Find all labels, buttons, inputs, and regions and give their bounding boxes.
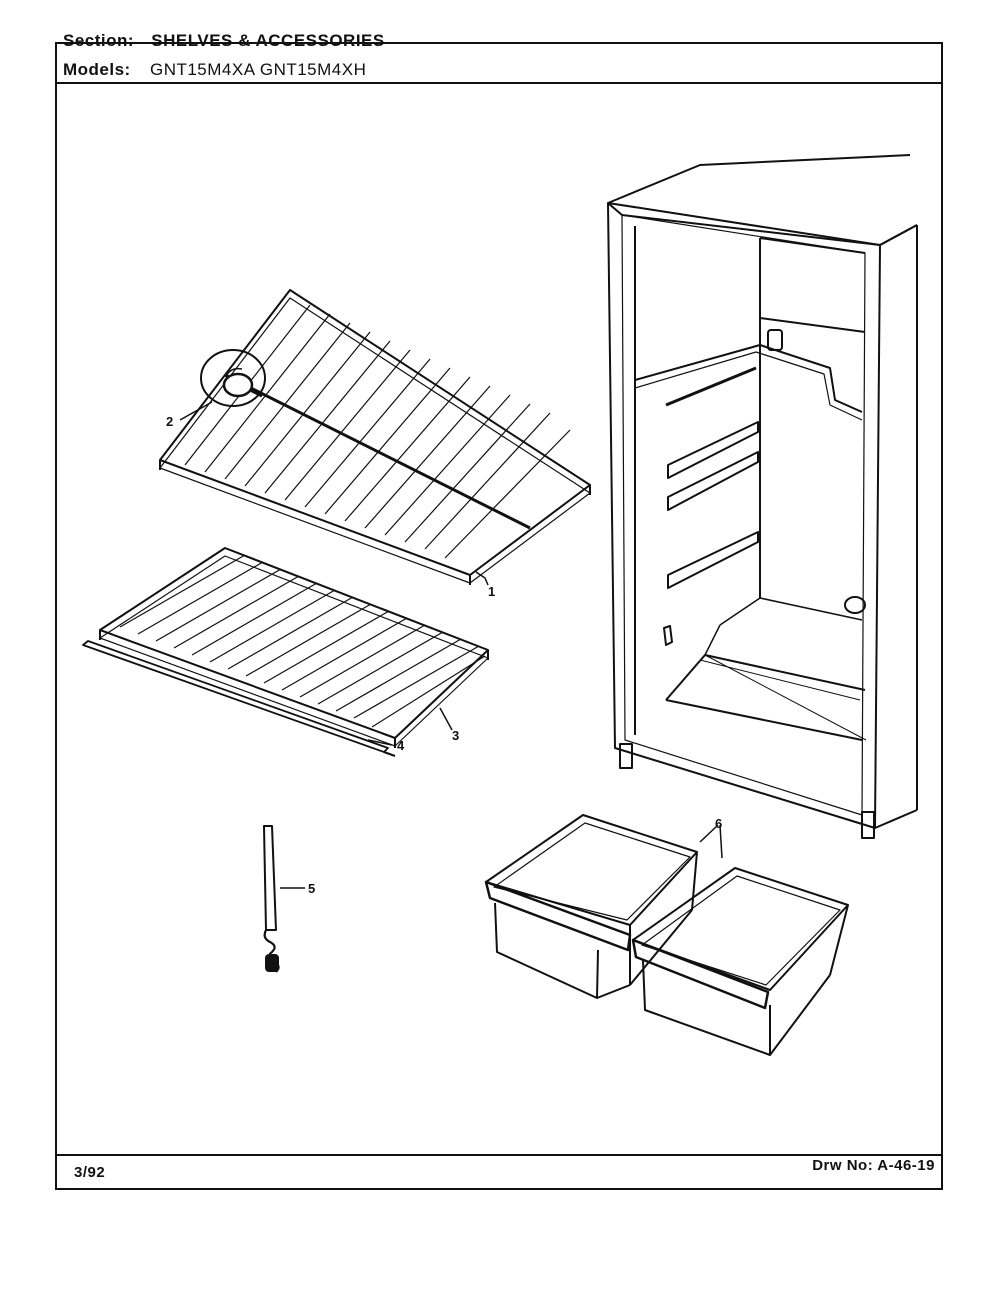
refrigerator-cabinet	[607, 154, 918, 839]
callout-1: 1	[488, 584, 495, 599]
models-label-text: Models:	[63, 60, 131, 79]
drawing-number: Drw No: A-46-19	[812, 1157, 935, 1174]
crisper-drawer-right	[631, 867, 849, 1056]
shelf-trim-rod	[82, 640, 396, 757]
callout-6: 6	[715, 816, 722, 831]
bumper-detail	[200, 349, 266, 407]
crisper-drawer-left	[484, 814, 698, 999]
callout-2: 2	[166, 414, 173, 429]
callout-5: 5	[308, 881, 315, 896]
models-value: GNT15M4XA GNT15M4XH	[149, 60, 367, 79]
section-label-text: Section:	[63, 31, 135, 50]
sensor-tube	[263, 825, 280, 973]
section-value: SHELVES & ACCESSORIES	[151, 31, 385, 50]
callouts: 1 2 3 4 5 6	[166, 414, 722, 896]
header-divider	[57, 82, 941, 84]
section-label: Section: SHELVES & ACCESSORIES	[63, 31, 385, 51]
models-label: Models: GNT15M4XA GNT15M4XH	[63, 60, 366, 80]
drawing-date: 3/92	[74, 1164, 106, 1181]
upper-wire-shelf	[159, 289, 591, 585]
footer-divider	[57, 1154, 941, 1156]
leader-lines	[179, 401, 723, 889]
drawing-frame	[55, 42, 943, 1190]
lower-wire-shelf	[99, 547, 489, 748]
callout-4: 4	[397, 738, 405, 753]
callout-3: 3	[452, 728, 459, 743]
